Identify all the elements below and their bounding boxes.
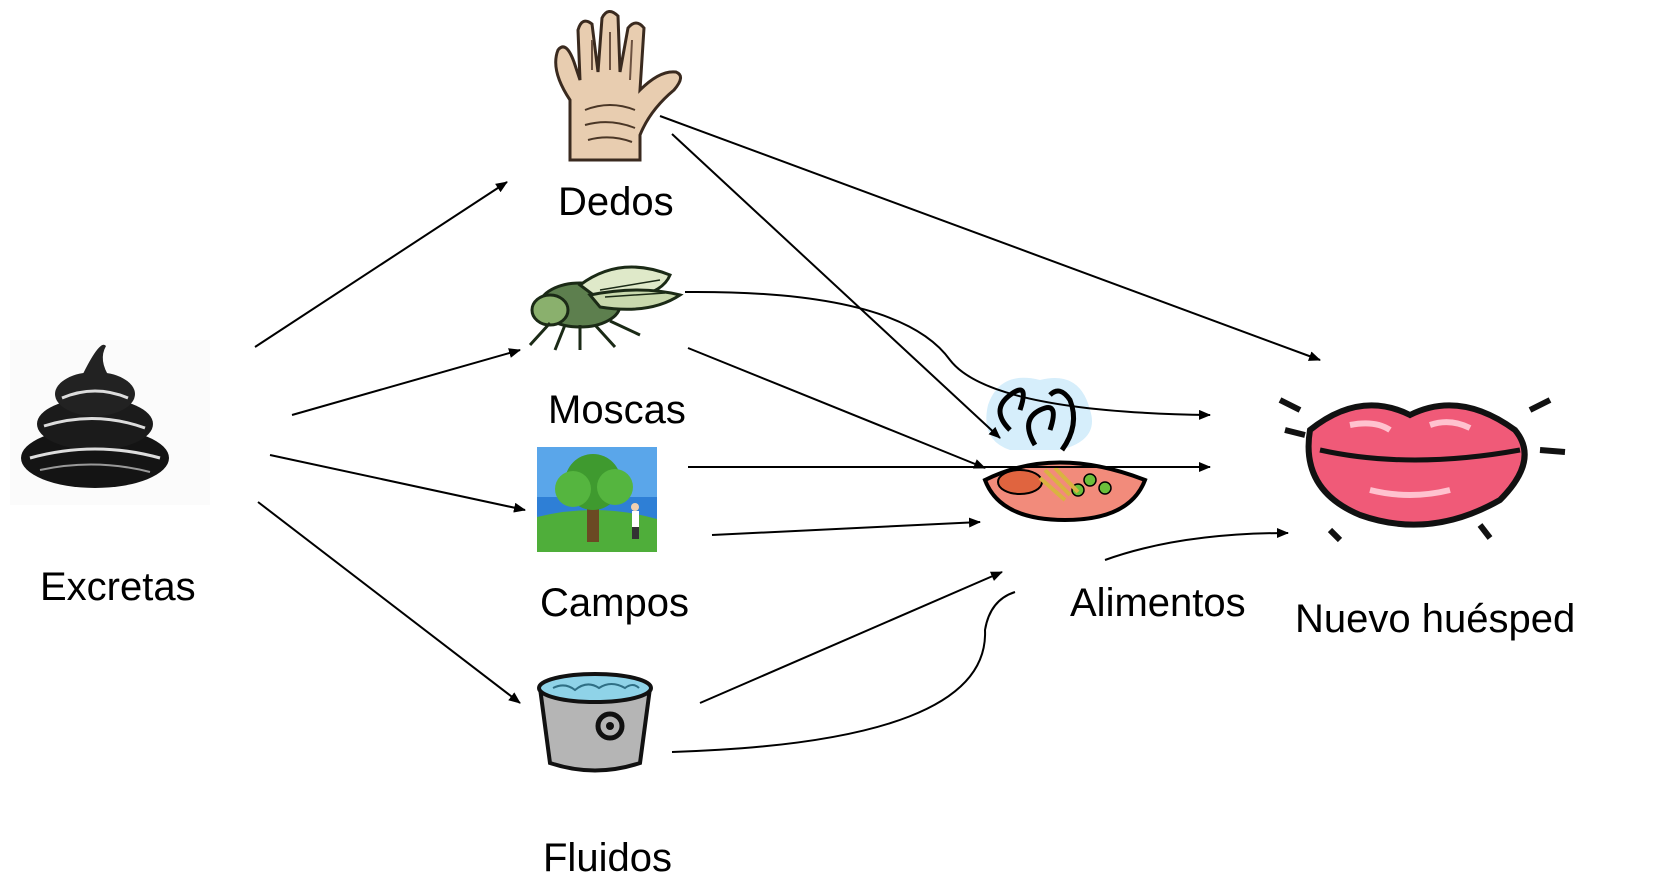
field-tree-icon <box>537 447 657 552</box>
feces-icon <box>10 340 210 505</box>
edges <box>254 115 1321 753</box>
edge-fluidos-huesped <box>671 591 1016 753</box>
edge-fluidos-alimentos <box>699 571 1003 704</box>
edge-alimentos-huesped <box>1104 528 1289 561</box>
label-dedos: Dedos <box>558 180 674 224</box>
edge-moscas-alimentos <box>684 290 1211 420</box>
label-moscas: Moscas <box>548 388 686 432</box>
label-fluidos: Fluidos <box>543 836 672 880</box>
label-huesped: Nuevo huésped <box>1295 597 1576 641</box>
edge-excretas-fluidos <box>257 501 521 704</box>
label-excretas: Excretas <box>40 565 196 609</box>
edge-moscas-huesped <box>687 347 986 469</box>
edge-dedos-alimentos <box>671 133 1001 439</box>
water-bucket-icon <box>537 672 653 773</box>
lips-icon <box>1278 397 1566 543</box>
label-alimentos: Alimentos <box>1070 581 1246 625</box>
edge-campos-huesped <box>711 517 981 536</box>
edge-excretas-dedos <box>254 181 508 348</box>
hand-icon <box>554 10 682 162</box>
food-bowl-icon <box>982 377 1148 523</box>
edge-dedos-huesped <box>659 115 1321 361</box>
edge-excretas-campos <box>269 454 526 513</box>
label-campos: Campos <box>540 581 689 625</box>
fly-icon <box>528 265 684 351</box>
edge-excretas-moscas <box>291 348 521 416</box>
